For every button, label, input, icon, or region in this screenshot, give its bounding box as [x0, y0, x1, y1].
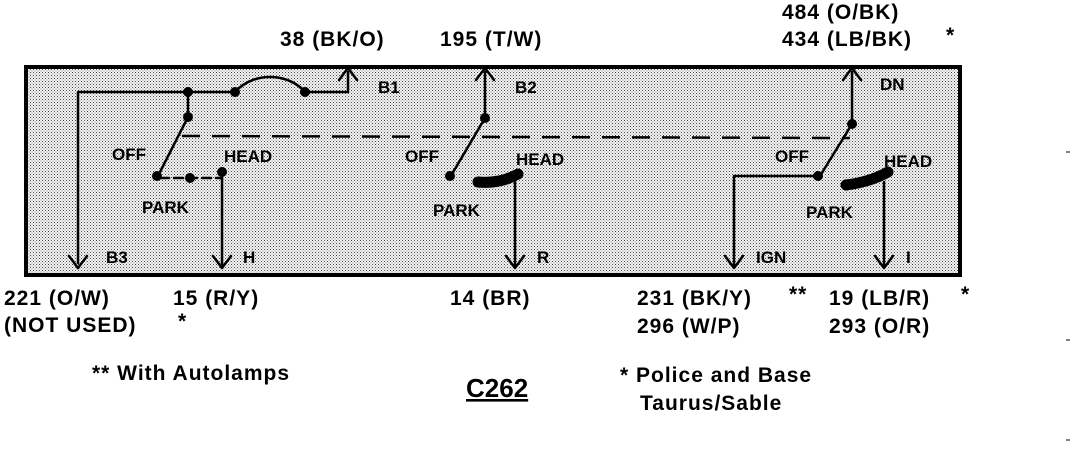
arrow-b1-icon — [337, 66, 359, 82]
contact-dot — [813, 171, 823, 181]
contact-dot — [185, 173, 195, 183]
terminal-b1-label: B1 — [378, 78, 400, 97]
switch1-park-label: PARK — [142, 198, 190, 217]
wire-label-ign-1: 231 (BK/Y) — [637, 287, 752, 310]
police-note-line-1: * Police and Base — [620, 364, 812, 387]
junction-dot — [230, 87, 240, 97]
switch-housing — [24, 65, 962, 277]
switch1-off-label: OFF — [112, 145, 146, 164]
terminal-h-label: H — [243, 248, 255, 267]
contact-dot — [480, 113, 490, 123]
arrow-h-icon — [211, 254, 233, 270]
wire-label-b2: 195 (T/W) — [440, 28, 542, 51]
wire-label-dn-1: 484 (O/BK) — [782, 1, 899, 24]
wire-b1-path — [303, 70, 350, 94]
arrow-ign-icon — [723, 254, 745, 270]
switch3-contact-bar — [840, 166, 894, 191]
wire-label-i-1: 19 (LB/R) — [829, 287, 930, 310]
switch1-blade — [158, 115, 190, 174]
wire-b3-path — [76, 90, 190, 265]
switch2-contact-bar — [472, 168, 524, 188]
wire-label-b3-note-mark: * — [178, 310, 187, 333]
terminal-r-label: R — [537, 248, 549, 267]
wire-ign-path — [732, 174, 820, 267]
wire-label-dn-2-mark: * — [946, 24, 955, 47]
wire-label-ign-2: 296 (W/P) — [637, 315, 741, 338]
arrow-r-icon — [504, 254, 526, 270]
autolamps-note: ** With Autolamps — [92, 362, 290, 385]
terminal-b3-label: B3 — [106, 248, 128, 267]
wire-label-i-1-mark: * — [961, 283, 970, 306]
switch3-head-label: HEAD — [884, 152, 932, 171]
police-note-line-2: Taurus/Sable — [640, 392, 782, 415]
wire-b1-hump — [233, 75, 307, 94]
wire-label-b3-note: (NOT USED) — [4, 314, 137, 337]
arrow-dn-icon — [841, 66, 863, 82]
switch3-park-label: PARK — [806, 203, 854, 222]
wire-label-i-2: 293 (O/R) — [829, 315, 930, 338]
contact-dot — [152, 171, 162, 181]
terminal-ign-label: IGN — [756, 248, 786, 267]
contact-dot — [847, 119, 857, 129]
wire-label-dn-2: 434 (LB/BK) — [782, 28, 912, 51]
contact-dot — [217, 167, 227, 177]
arrow-b3-icon — [67, 254, 89, 270]
contact-dot — [445, 171, 455, 181]
arrow-b2-icon — [474, 66, 496, 82]
switch2-park-label: PARK — [433, 201, 481, 220]
wire-label-ign-1-mark: ** — [789, 283, 807, 306]
contact-dot — [183, 112, 193, 122]
switch2-blade — [450, 116, 487, 176]
arrow-i-icon — [873, 254, 895, 270]
switch3-off-label: OFF — [775, 147, 809, 166]
junction-dot — [183, 87, 193, 97]
switch2-off-label: OFF — [405, 147, 439, 166]
wire-label-b3: 221 (O/W) — [4, 287, 110, 310]
wire-label-h: 15 (R/Y) — [173, 287, 259, 310]
switch3-blade — [818, 122, 854, 178]
switch1-head-label: HEAD — [224, 147, 272, 166]
mechanical-linkage-line — [181, 134, 851, 140]
switch2-head-label: HEAD — [516, 150, 564, 169]
connector-label: C262 — [466, 373, 528, 403]
terminal-dn-label: DN — [880, 75, 905, 94]
wire-label-r: 14 (BR) — [450, 287, 531, 310]
terminal-i-label: I — [906, 248, 911, 267]
wire-label-b1: 38 (BK/O) — [280, 28, 385, 51]
terminal-b2-label: B2 — [515, 78, 537, 97]
junction-dot — [300, 87, 310, 97]
